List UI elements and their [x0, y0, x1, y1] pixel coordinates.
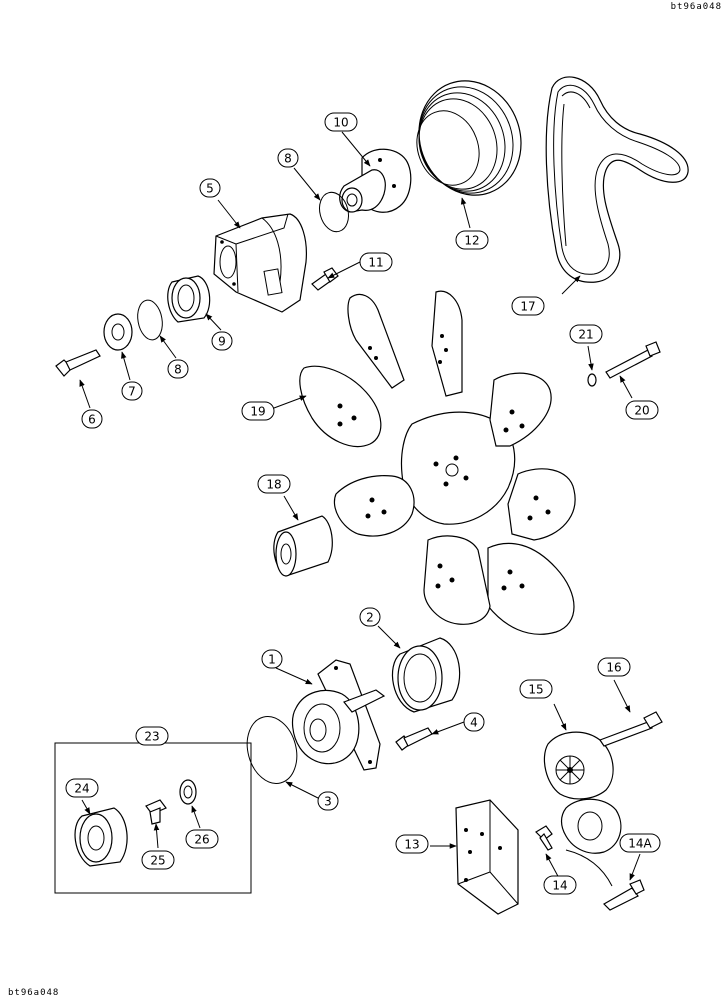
svg-text:8: 8	[284, 152, 292, 166]
part-25-bolt	[145, 799, 167, 825]
svg-text:2: 2	[366, 611, 374, 625]
svg-text:1: 1	[268, 653, 276, 667]
callout-4: 4	[463, 712, 485, 732]
svg-text:23: 23	[144, 730, 159, 744]
part-19-fan	[299, 290, 576, 635]
callout-8-upper: 8	[277, 148, 299, 168]
part-14-bolt	[535, 825, 553, 851]
svg-text:19: 19	[250, 405, 265, 419]
callout-14: 14	[543, 875, 577, 895]
callout-10: 10	[324, 112, 358, 132]
callout-25: 25	[141, 850, 175, 870]
part-4-bolt	[395, 727, 433, 751]
callout-18: 18	[257, 474, 291, 494]
callout-23: 23	[135, 726, 169, 746]
svg-text:17: 17	[520, 300, 535, 314]
part-5-housing	[213, 213, 307, 313]
part-1-water-pump	[291, 659, 386, 771]
part-11-bolt	[311, 267, 339, 291]
part-7-washer	[103, 313, 133, 351]
part-24-idler-pulley	[74, 807, 128, 867]
svg-text:4: 4	[470, 716, 478, 730]
callout-24: 24	[65, 778, 99, 798]
svg-text:11: 11	[368, 256, 383, 270]
part-2-pulley	[391, 637, 461, 713]
svg-text:21: 21	[578, 328, 593, 342]
reference-code-bottom: bt96a048	[8, 988, 60, 998]
svg-text:26: 26	[194, 833, 209, 847]
callout-11: 11	[359, 252, 393, 272]
part-9-bearing	[167, 275, 211, 323]
leader-lines	[79, 131, 641, 881]
part-6-bolt	[55, 349, 101, 377]
callout-5: 5	[199, 178, 221, 198]
callout-16: 16	[597, 657, 631, 677]
part-10-hub	[339, 148, 412, 213]
svg-text:14A: 14A	[628, 837, 652, 851]
svg-text:8: 8	[174, 363, 182, 377]
belt-direction-arc	[565, 849, 613, 887]
part-16-bolt	[599, 711, 663, 747]
reference-code-top: bt96a048	[670, 2, 722, 12]
svg-text:3: 3	[324, 795, 332, 809]
part-3-o-ring	[246, 716, 298, 784]
svg-text:12: 12	[464, 234, 479, 248]
callout-1: 1	[261, 649, 283, 669]
callout-21: 21	[569, 324, 603, 344]
svg-text:5: 5	[206, 182, 214, 196]
callout-17: 17	[511, 296, 545, 316]
svg-text:6: 6	[88, 413, 96, 427]
callout-15: 15	[519, 679, 553, 699]
svg-text:7: 7	[128, 385, 136, 399]
callout-3: 3	[317, 791, 339, 811]
callout-19: 19	[241, 401, 275, 421]
part-21-washer	[587, 373, 597, 387]
part-8-snap-ring-lower	[137, 299, 163, 341]
svg-text:16: 16	[606, 661, 621, 675]
svg-text:14: 14	[552, 879, 567, 893]
svg-text:15: 15	[528, 683, 543, 697]
svg-text:13: 13	[404, 838, 419, 852]
callout-12: 12	[455, 230, 489, 250]
part-17-drive-belt	[545, 76, 689, 283]
callout-26: 26	[185, 829, 219, 849]
part-26-spacer-ring	[179, 779, 197, 805]
callout-6: 6	[81, 409, 103, 429]
part-13-mounting-bracket	[455, 799, 519, 915]
part-12-pulley	[416, 80, 522, 196]
callout-8-lower: 8	[167, 359, 189, 379]
callout-14a: 14A	[619, 833, 661, 853]
part-18-spacer	[273, 515, 333, 577]
callout-2: 2	[359, 607, 381, 627]
svg-text:20: 20	[634, 404, 649, 418]
callout-13: 13	[395, 834, 429, 854]
callout-20: 20	[625, 400, 659, 420]
callout-9: 9	[211, 331, 233, 351]
svg-text:10: 10	[333, 116, 348, 130]
callout-7: 7	[121, 381, 143, 401]
part-14a-bolt	[603, 879, 645, 911]
svg-text:18: 18	[266, 478, 281, 492]
part-8-snap-ring-upper	[319, 191, 349, 233]
svg-text:9: 9	[218, 335, 226, 349]
svg-text:24: 24	[74, 782, 89, 796]
part-15-belt-tensioner	[543, 731, 622, 854]
part-20-long-bolt	[605, 341, 661, 379]
svg-text:25: 25	[150, 854, 165, 868]
